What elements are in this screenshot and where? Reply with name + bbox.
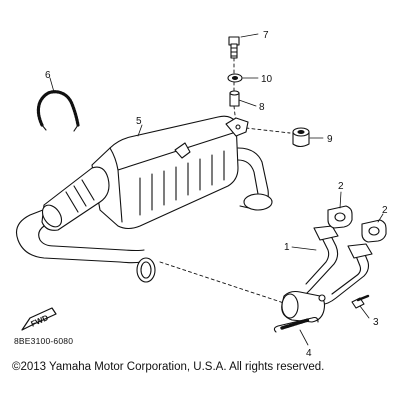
muffler-part bbox=[15, 115, 273, 283]
callout-5: 5 bbox=[136, 116, 142, 127]
callout-8: 8 bbox=[259, 102, 265, 113]
spring-part bbox=[273, 316, 319, 333]
gasket-part bbox=[361, 219, 387, 243]
collar-part bbox=[229, 90, 240, 107]
callout-2-left: 2 bbox=[338, 181, 344, 192]
grommet-part bbox=[227, 73, 243, 83]
small-bolt-part bbox=[351, 294, 370, 309]
fwd-label: FWD bbox=[29, 313, 50, 329]
reference-code: 8BE3100-6080 bbox=[14, 336, 74, 346]
callout-6: 6 bbox=[45, 70, 51, 81]
spring-clip-part bbox=[36, 90, 80, 132]
callout-3: 3 bbox=[373, 317, 379, 328]
leader-lines bbox=[49, 33, 384, 346]
callout-4: 4 bbox=[306, 348, 312, 359]
callout-10: 10 bbox=[261, 74, 273, 85]
header-pipe-part bbox=[281, 225, 373, 323]
gasket-part bbox=[327, 205, 353, 229]
callout-9: 9 bbox=[327, 134, 333, 145]
callout-labels: 7 10 8 9 5 6 1 2 2 3 4 bbox=[45, 30, 388, 359]
callout-1: 1 bbox=[284, 242, 290, 253]
callout-7: 7 bbox=[263, 30, 269, 41]
damper-part bbox=[292, 127, 310, 148]
fwd-arrow-icon: FWD bbox=[21, 307, 57, 331]
copyright-notice: ©2013 Yamaha Motor Corporation, U.S.A. A… bbox=[12, 361, 325, 373]
callout-2-right: 2 bbox=[382, 205, 388, 216]
bolt-part bbox=[228, 36, 240, 59]
